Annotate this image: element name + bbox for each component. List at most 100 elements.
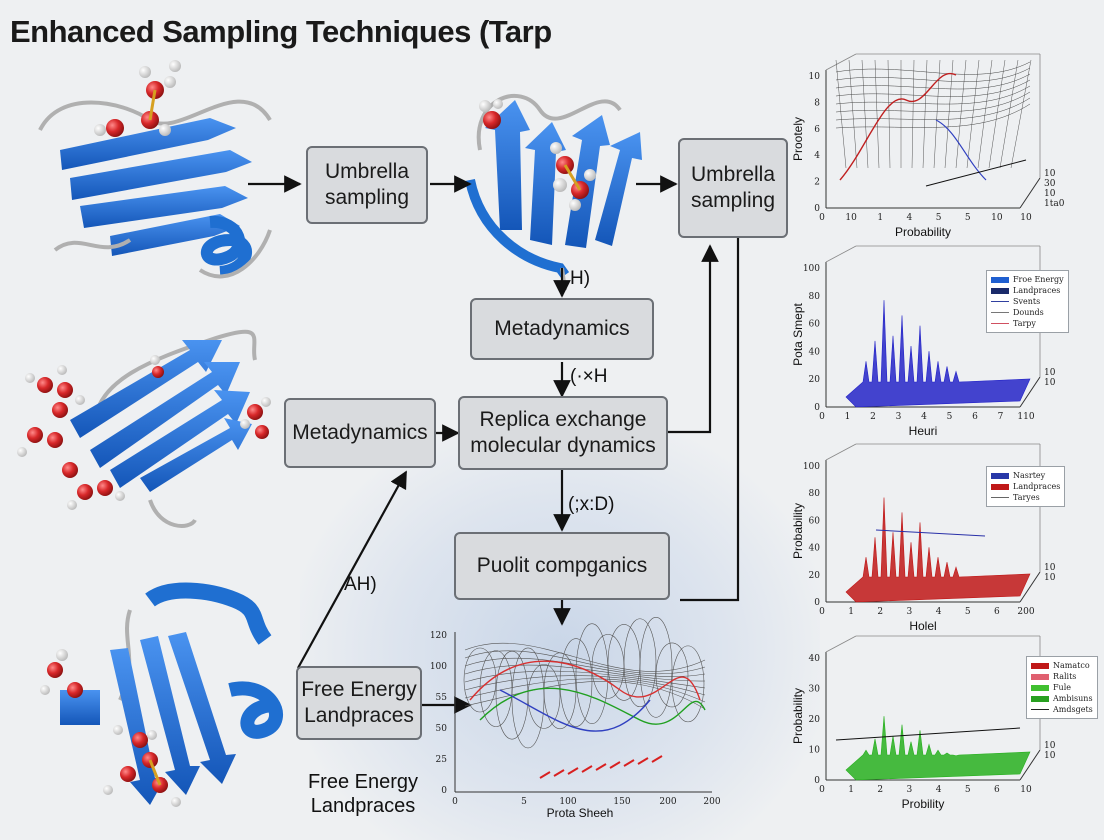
annotation-line [835, 727, 1021, 741]
replica-exchange-box[interactable]: Replica exchange molecular dynamics [458, 396, 668, 470]
mesh-line [464, 657, 706, 677]
legend-entry: Taryes [991, 492, 1060, 503]
wire [933, 59, 941, 169]
metadynamics-box-center[interactable]: Metadynamics [470, 298, 654, 360]
depth-axis [1019, 177, 1041, 209]
legend-entry: Landpraces [991, 285, 1064, 296]
wire [1010, 59, 1032, 169]
arrow-label-xd: (;x:D) [568, 494, 615, 515]
wire [887, 59, 891, 169]
legend-swatch [1031, 695, 1049, 702]
puolit-compganics-box[interactable]: Puolit compganics [454, 532, 670, 600]
mesh-ring [575, 623, 609, 724]
protein-structure-1 [38, 60, 272, 279]
depth-tick: 10 [1044, 378, 1056, 388]
y-tick: 10 [809, 72, 821, 82]
depth-tick: 1ta0 [1044, 199, 1065, 209]
connectors [248, 175, 740, 714]
legend-label: Taryes [1013, 493, 1040, 502]
y-tick: 0 [814, 403, 820, 413]
mesh-line [464, 650, 706, 675]
x-axis-label: Probability [895, 225, 951, 239]
center-x-tick: 5 [521, 797, 527, 807]
center-x-tick: 100 [559, 797, 576, 807]
mesh-line [464, 678, 706, 703]
legend-swatch [991, 287, 1009, 294]
mesh-line [464, 675, 706, 696]
umbrella-sampling-box-2[interactable]: Umbrella sampling [678, 138, 788, 238]
y-tick: 80 [809, 292, 821, 302]
x-tick: 4 [936, 785, 942, 795]
y-tick: 20 [809, 375, 821, 385]
x-tick: 0 [819, 785, 825, 795]
back-edge [825, 245, 857, 263]
metadynamics-box-left[interactable]: Metadynamics [284, 398, 436, 468]
y-tick: 40 [809, 347, 821, 357]
wire [955, 59, 967, 169]
legend-label: Dounds [1013, 308, 1044, 317]
wire [835, 67, 1031, 82]
y-tick: 20 [809, 715, 821, 725]
y-tick: 40 [809, 654, 821, 664]
legend-entry: Landpraces [991, 481, 1060, 492]
x-tick: 1 [848, 607, 854, 617]
mesh-ring [655, 642, 689, 708]
x-tick: 5 [965, 785, 971, 795]
y-tick: 2 [814, 178, 820, 188]
x-tick: 3 [896, 412, 902, 422]
legend-label: Namatco [1053, 661, 1090, 670]
wire [944, 59, 954, 169]
protein-structure-2 [465, 93, 642, 291]
peak-surface [845, 300, 1031, 408]
center-y-tick: 25 [436, 755, 448, 765]
x-tick: 2 [870, 412, 876, 422]
wire [861, 59, 869, 169]
x-tick: 5 [947, 412, 953, 422]
legend-label: Fule [1053, 683, 1071, 692]
mesh-line [464, 681, 706, 710]
umbrella-sampling-box-1[interactable]: Umbrella sampling [306, 146, 428, 224]
background-glow [300, 420, 820, 840]
red-mark [637, 757, 649, 765]
blue-curve [935, 119, 987, 181]
red-mark [595, 763, 607, 771]
y-tick: 4 [814, 151, 820, 161]
depth-axis [1019, 749, 1041, 781]
page-title: Enhanced Sampling Techniques (Tarp [10, 14, 552, 49]
legend-entry: Ralits [1031, 671, 1093, 682]
depth-tick: 10 [1044, 573, 1056, 583]
center-y-tick: 100 [430, 662, 447, 672]
y-tick: 100 [803, 264, 820, 274]
wire [977, 59, 993, 169]
mesh-ring [639, 617, 673, 718]
y-tick: 40 [809, 544, 821, 554]
legend-swatch [1031, 684, 1049, 691]
y-tick: 30 [809, 685, 821, 695]
x-tick: 6 [994, 607, 1000, 617]
free-energy-landscape-box[interactable]: Free Energy Landpraces [296, 666, 422, 740]
back-edge [825, 443, 857, 461]
center-x-tick: 200 [703, 797, 720, 807]
center-plot-xlabel: Prota Sheeh [547, 806, 614, 820]
x-tick: 1 [877, 213, 883, 223]
x-tick: 4 [936, 607, 942, 617]
back-edge [825, 635, 857, 653]
x-tick: 10 [991, 213, 1003, 223]
mesh-line [464, 670, 706, 689]
x-tick: 10 [1020, 213, 1032, 223]
wire [835, 103, 1031, 129]
x-tick: 3 [907, 785, 913, 795]
red-mark [581, 765, 593, 773]
y-tick: 100 [803, 462, 820, 472]
arrow-label-h: H) [570, 268, 591, 289]
legend-swatch [991, 483, 1009, 490]
x-tick: 10 [845, 213, 857, 223]
wire [911, 59, 915, 169]
y-tick: 80 [809, 489, 821, 499]
x-tick: 4 [907, 213, 913, 223]
y-tick: 6 [814, 125, 820, 135]
